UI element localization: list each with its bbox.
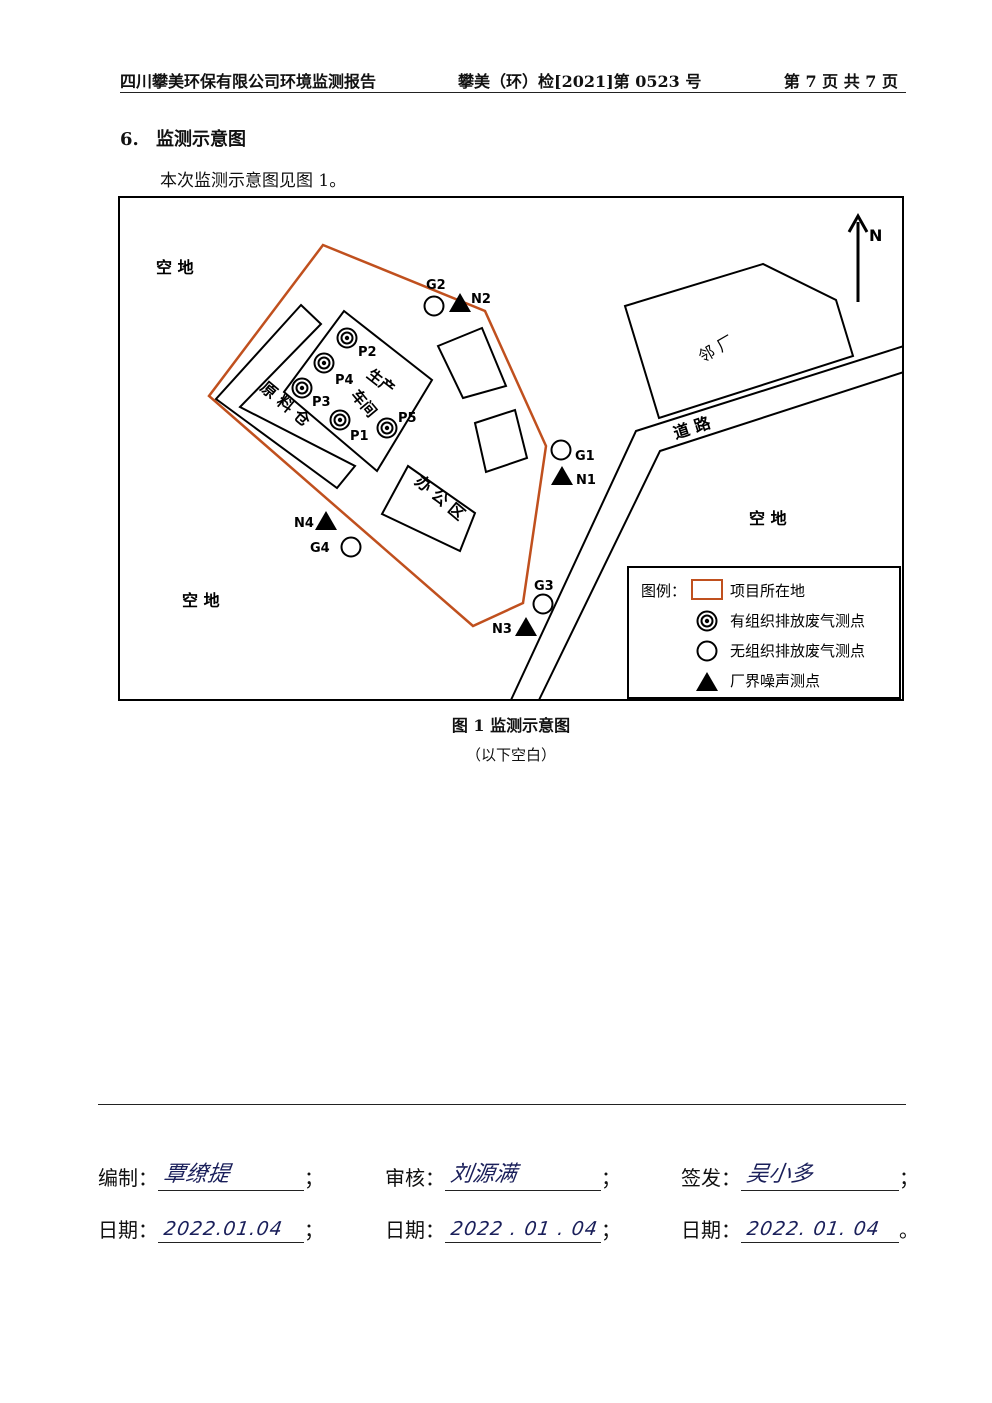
reviewed-signature-field: 刘源满 <box>445 1160 601 1191</box>
reviewed-date-handwriting: 2022 . 01 . 04 <box>449 1218 600 1240</box>
point-label: G3 <box>534 579 554 594</box>
reviewed-signature-handwriting: 刘源满 <box>448 1162 519 1187</box>
separator: ； <box>304 1166 324 1190</box>
organized-emission-point: P4 <box>313 352 354 388</box>
issued-signature: 签发：吴小多 ； <box>681 1160 919 1191</box>
section-title-text: 监测示意图 <box>156 129 246 150</box>
compiled-label: 编制： <box>98 1166 158 1190</box>
legend-site-swatch <box>691 579 723 600</box>
reviewed-signature: 审核：刘源满 ； <box>385 1160 621 1191</box>
empty-land-label: 空 地 <box>749 509 787 528</box>
point-label: P3 <box>312 395 331 410</box>
north-label: N <box>869 226 882 245</box>
end-mark: 。 <box>899 1218 919 1242</box>
noise-point: N4 <box>294 511 337 531</box>
north-arrow: N <box>847 212 882 302</box>
blank-note: （以下空白） <box>465 746 556 764</box>
organized-emission-point: P3 <box>291 377 331 410</box>
section-number: 6. <box>120 129 139 150</box>
compiled-signature-field: 覃缭提 <box>158 1160 304 1191</box>
compiled-date-field: 2022.01.04 <box>158 1212 304 1243</box>
monitoring-map: 道 路 邻 厂 N 空 地 空 地 空 地 生产 车间 原 料 仓 办 公 区 … <box>118 196 904 701</box>
organized-emission-point: P2 <box>336 327 377 360</box>
legend-noise-label: 厂界噪声测点 <box>730 672 820 690</box>
auxiliary-building <box>436 326 508 400</box>
compiled-date-handwriting: 2022.01.04 <box>162 1218 285 1240</box>
raw-material-warehouse <box>214 303 357 490</box>
compiled-signature-handwriting: 覃缭提 <box>161 1162 232 1187</box>
figure-caption: 图 1 监测示意图 <box>451 716 571 735</box>
project-site-boundary <box>207 243 548 628</box>
point-label: N2 <box>471 292 491 307</box>
legend-unorganized-label: 无组织排放废气测点 <box>730 642 865 660</box>
date-label: 日期： <box>98 1218 158 1242</box>
separator: ； <box>601 1218 621 1242</box>
section-title: 6. 监测示意图 <box>120 125 246 151</box>
road <box>510 345 904 701</box>
issued-label: 签发： <box>681 1166 741 1190</box>
legend-site-label: 项目所在地 <box>730 582 805 600</box>
point-label: P1 <box>350 429 369 444</box>
signature-divider <box>98 1104 906 1105</box>
empty-land-label: 空 地 <box>156 258 194 277</box>
empty-land-label: 空 地 <box>182 591 220 610</box>
point-label: N4 <box>294 516 314 531</box>
point-label: P2 <box>358 345 377 360</box>
point-label: P4 <box>335 373 354 388</box>
issued-date-field: 2022. 01. 04 <box>741 1212 899 1243</box>
unorganized-emission-point: G2 <box>423 278 446 317</box>
separator: ； <box>899 1166 919 1190</box>
legend-title: 图例： <box>641 582 686 600</box>
point-label: P5 <box>398 411 417 426</box>
header-page-number: 第 7 页 共 7 页 <box>783 72 898 91</box>
reviewed-date: 日期：2022 . 01 . 04； <box>385 1212 621 1243</box>
map-legend: 图例： 项目所在地 有组织排放废气测点 无组织排放废气测点 厂界噪声测点 <box>627 566 901 699</box>
unorganized-emission-point: G4 <box>310 536 362 558</box>
intro-text: 本次监测示意图见图 1。 <box>160 171 347 191</box>
legend-organized-label: 有组织排放废气测点 <box>730 612 865 630</box>
noise-point: N2 <box>449 292 491 312</box>
separator: ； <box>304 1218 324 1242</box>
point-label: G4 <box>310 541 330 556</box>
noise-point: N3 <box>492 617 537 637</box>
office-area <box>380 464 477 553</box>
unorganized-emission-point: G1 <box>550 439 595 464</box>
reviewed-label: 审核： <box>385 1166 445 1190</box>
point-label: N1 <box>576 473 596 488</box>
legend-organized-symbol <box>696 610 718 632</box>
reviewed-date-field: 2022 . 01 . 04 <box>445 1212 601 1243</box>
date-label: 日期： <box>681 1218 741 1242</box>
compiled-date: 日期：2022.01.04 ； <box>98 1212 324 1243</box>
noise-point: N1 <box>551 466 596 488</box>
neighbor-factory <box>623 262 855 420</box>
organized-emission-point: P1 <box>329 409 369 444</box>
organized-emission-point: P5 <box>376 411 417 439</box>
point-label: G2 <box>426 278 446 293</box>
point-label: G1 <box>575 449 595 464</box>
issued-date-handwriting: 2022. 01. 04 <box>745 1218 882 1240</box>
header-report-number: 攀美（环）检[2021]第 0523 号 <box>458 72 702 91</box>
date-label: 日期： <box>385 1218 445 1242</box>
issued-signature-field: 吴小多 <box>741 1160 899 1191</box>
separator: ； <box>601 1166 621 1190</box>
issued-date: 日期：2022. 01. 04 。 <box>681 1212 919 1243</box>
point-label: N3 <box>492 622 512 637</box>
compiled-signature: 编制：覃缭提 ； <box>98 1160 324 1191</box>
issued-signature-handwriting: 吴小多 <box>744 1162 815 1187</box>
page-header: 四川攀美环保有限公司环境监测报告 攀美（环）检[2021]第 0523 号 第 … <box>120 66 906 93</box>
legend-unorganized-symbol <box>696 640 718 662</box>
header-company: 四川攀美环保有限公司环境监测报告 <box>120 72 377 91</box>
unorganized-emission-point: G3 <box>532 579 554 615</box>
auxiliary-building <box>473 408 529 474</box>
